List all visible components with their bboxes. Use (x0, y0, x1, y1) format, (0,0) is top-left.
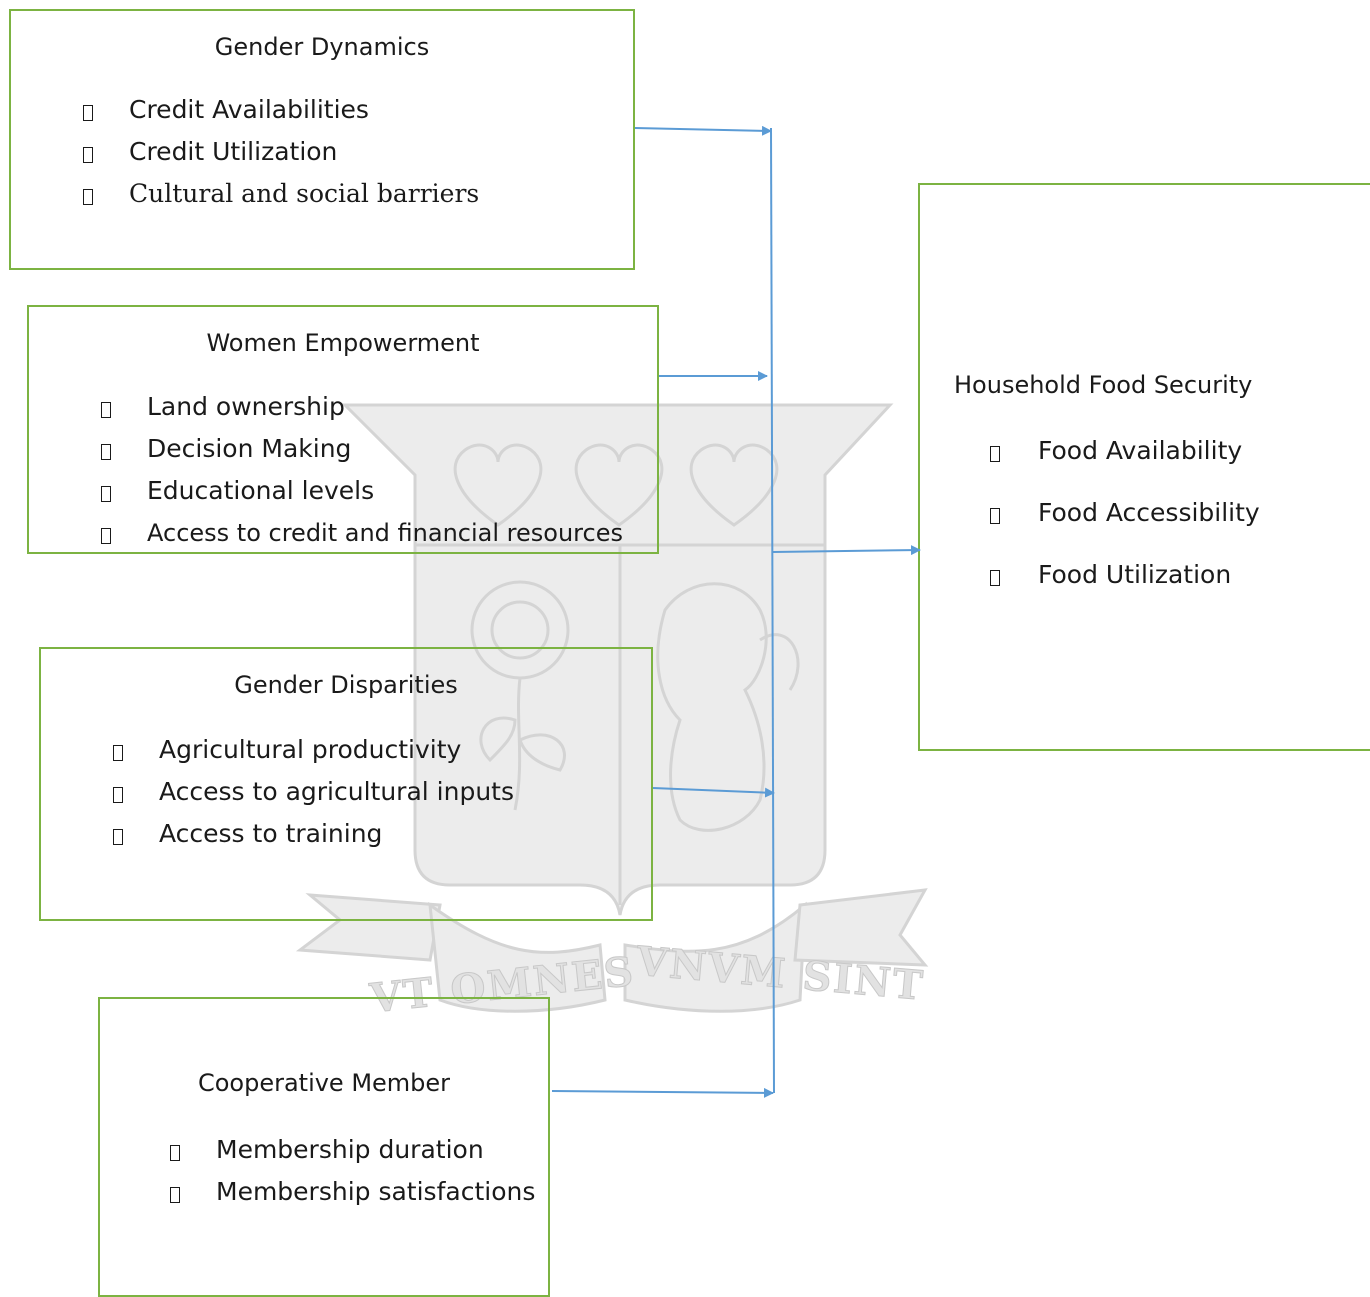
bullet-icon (83, 189, 93, 205)
bullet-icon (113, 787, 123, 803)
list-item: Food Accessibility (990, 492, 1330, 554)
bullet-icon (990, 446, 1000, 462)
list-item: Access to training (113, 813, 633, 855)
gender-dynamics-box: Gender Dynamics Credit Availabilities Cr… (9, 9, 635, 270)
list-item: Membership satisfactions (170, 1171, 535, 1213)
bullet-icon (113, 829, 123, 845)
bullet-icon (990, 570, 1000, 586)
list-item: Food Utilization (990, 554, 1330, 616)
arrow-gender-dynamics (634, 125, 772, 136)
list-item: Educational levels (101, 470, 661, 512)
women-empowerment-title: Women Empowerment (206, 329, 480, 357)
gender-dynamics-list: Credit Availabilities Credit Utilization… (83, 89, 623, 215)
list-item: Cultural and social barriers (83, 173, 623, 215)
cooperative-member-title: Cooperative Member (197, 1069, 451, 1097)
cooperative-member-box: Cooperative Member Membership duration M… (98, 997, 550, 1297)
cooperative-member-list: Membership duration Membership satisfact… (170, 1129, 535, 1213)
bullet-icon (990, 508, 1000, 524)
household-food-security-list: Food Availability Food Accessibility Foo… (990, 430, 1330, 616)
motto-ribbon (295, 893, 442, 962)
bullet-icon (83, 105, 93, 121)
arrow-to-food-security (772, 545, 921, 556)
list-item: Land ownership (101, 386, 661, 428)
bullet-icon (101, 444, 111, 460)
list-item: Food Availability (990, 430, 1330, 492)
women-empowerment-list: Land ownership Decision Making Education… (101, 386, 661, 554)
bullet-icon (170, 1187, 180, 1203)
gender-disparities-list: Agricultural productivity Access to agri… (113, 729, 633, 855)
vertical-connector (770, 127, 775, 1094)
heart-icon (574, 443, 664, 527)
gender-disparities-title: Gender Disparities (234, 671, 458, 699)
women-empowerment-box: Women Empowerment Land ownership Decisio… (27, 305, 659, 554)
lion-icon (656, 582, 768, 832)
arrow-cooperative-member (551, 1087, 774, 1098)
heart-icon (453, 443, 543, 527)
bullet-icon (101, 528, 111, 544)
bullet-icon (170, 1145, 180, 1161)
list-item: Access to agricultural inputs (113, 771, 633, 813)
list-item: Access to credit and financial resources (101, 512, 661, 554)
bullet-icon (83, 147, 93, 163)
list-item: Membership duration (170, 1129, 530, 1171)
heart-icon (689, 443, 779, 527)
arrow-gender-disparities (652, 787, 775, 798)
gender-disparities-box: Gender Disparities Agricultural producti… (39, 647, 653, 921)
household-food-security-title: Household Food Security (954, 371, 1253, 399)
list-item: Credit Utilization (83, 131, 623, 173)
bullet-icon (101, 486, 111, 502)
household-food-security-box: Household Food Security Food Availabilit… (918, 183, 1370, 751)
bullet-icon (101, 402, 111, 418)
gender-dynamics-title: Gender Dynamics (214, 33, 430, 61)
bullet-icon (113, 745, 123, 761)
list-item: Decision Making (101, 428, 661, 470)
list-item: Agricultural productivity (113, 729, 633, 771)
list-item: Credit Availabilities (83, 89, 623, 131)
